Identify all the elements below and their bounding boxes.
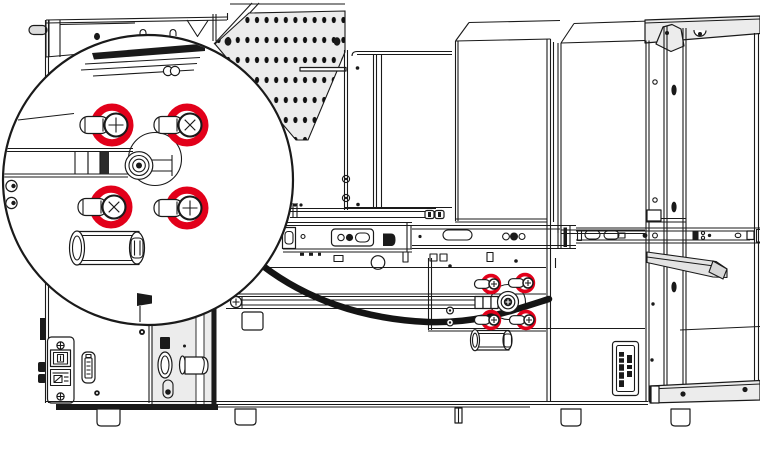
highlighted-screw <box>473 278 500 290</box>
rail-latch <box>383 233 396 246</box>
highlighted-screw-magnified <box>80 114 128 137</box>
hub-assembly <box>446 290 520 352</box>
highlighted-screw-magnified <box>78 196 126 219</box>
magnifier-contents <box>4 43 205 322</box>
highlighted-screw <box>508 314 535 326</box>
knob <box>184 356 209 375</box>
serial-connector <box>81 351 96 384</box>
roller-pin <box>469 329 513 352</box>
v-notch <box>186 19 209 38</box>
winder-disc <box>157 351 173 379</box>
machine-foot <box>670 408 691 427</box>
angled-bracket <box>646 251 728 279</box>
magnifier-callout <box>1 33 295 327</box>
machine-body <box>28 2 760 427</box>
hinge-tab <box>169 29 177 36</box>
machine-foot <box>234 408 257 426</box>
jack-connector <box>38 374 46 383</box>
jack-connector <box>38 362 46 372</box>
fuse-drawer <box>49 368 72 387</box>
magnified-lever-arm <box>4 147 133 178</box>
power-inlet-module <box>46 336 75 404</box>
machine-foot <box>560 408 582 427</box>
hanging-ring <box>370 255 386 270</box>
hinge-tab <box>139 29 147 36</box>
highlighted-screw-magnified <box>154 197 202 220</box>
highlighted-screw <box>507 277 534 289</box>
cabinet-panels <box>341 19 651 402</box>
magnified-roller-pin <box>68 230 146 266</box>
machine-foot <box>96 408 121 427</box>
right-frame <box>644 15 760 402</box>
highlighted-screw <box>473 314 500 326</box>
magnified-pivot <box>124 151 154 180</box>
upper-rail <box>290 203 445 220</box>
slide-rail <box>281 221 760 270</box>
highlighted-screw-magnified <box>154 114 202 137</box>
machine-base <box>45 340 760 427</box>
label-plate <box>611 340 640 397</box>
arm-bracket <box>241 311 264 331</box>
guide-rod <box>28 24 48 36</box>
base-rail <box>649 379 760 404</box>
corner-bracket <box>655 23 685 53</box>
